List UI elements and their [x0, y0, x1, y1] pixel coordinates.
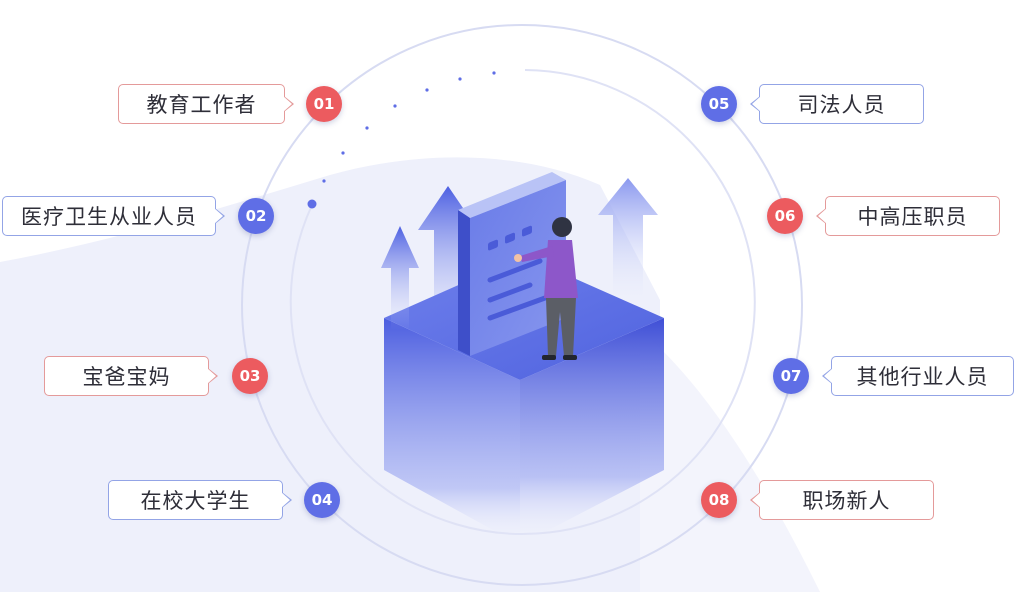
number-badge: 06 — [767, 198, 803, 234]
number-badge: 08 — [701, 482, 737, 518]
number-badge: 02 — [238, 198, 274, 234]
number-badge: 03 — [232, 358, 268, 394]
number-badge: 05 — [701, 86, 737, 122]
background-wave-right — [640, 330, 820, 592]
number-badge: 07 — [773, 358, 809, 394]
category-label: 教育工作者 — [118, 84, 294, 124]
book-icon — [458, 172, 566, 356]
person-icon — [514, 217, 578, 360]
category-label: 中高压职员 — [816, 196, 1000, 236]
dotted-arc — [307, 71, 496, 209]
category-label: 医疗卫生从业人员 — [2, 196, 225, 236]
inner-ring — [289, 69, 756, 535]
number-badge: 01 — [306, 86, 342, 122]
category-label: 职场新人 — [750, 480, 934, 520]
category-label: 宝爸宝妈 — [44, 356, 218, 396]
outer-ring — [241, 24, 803, 586]
category-label: 司法人员 — [750, 84, 924, 124]
up-arrow-icon — [598, 178, 658, 300]
category-label: 其他行业人员 — [822, 356, 1014, 396]
up-arrow-icon — [381, 226, 419, 330]
category-label: 在校大学生 — [108, 480, 292, 520]
number-badge: 04 — [304, 482, 340, 518]
